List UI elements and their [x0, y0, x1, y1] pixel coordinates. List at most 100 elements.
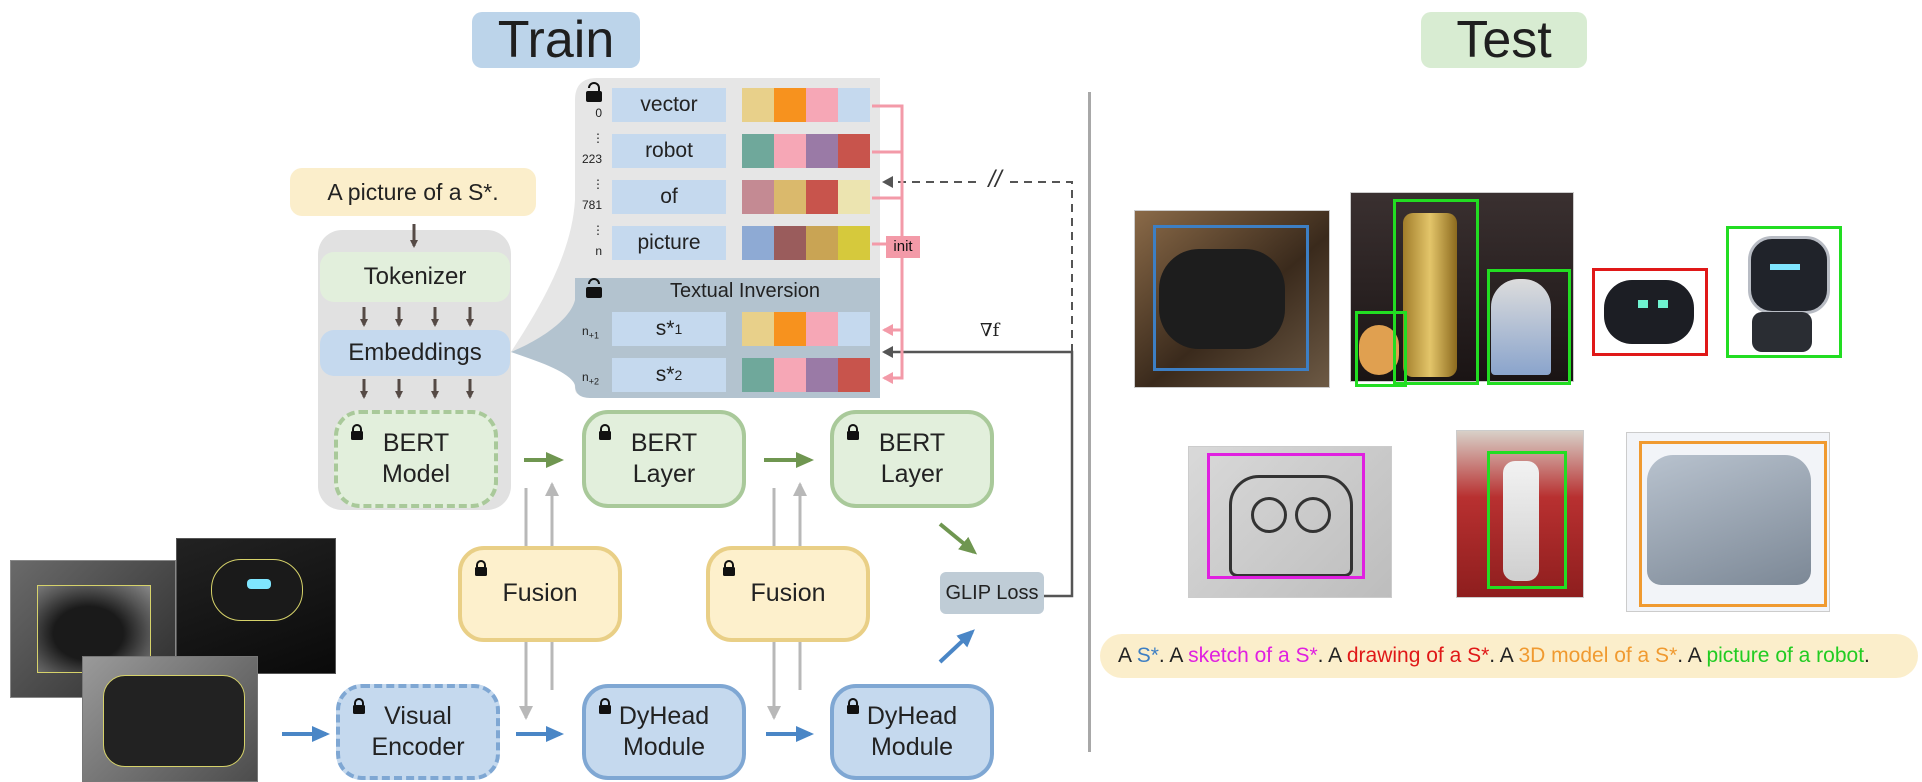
lock-icon: [599, 424, 611, 440]
caption-segment: . A: [1317, 644, 1347, 667]
bert-layer-2-line2: Layer: [880, 460, 944, 488]
bert-layer-1-line1: BERT: [630, 428, 698, 457]
dyhead-2-line1: DyHead: [866, 701, 958, 730]
caption-segment: S*: [1136, 644, 1159, 667]
bbox-blue: [1153, 225, 1309, 371]
bert-layer-2-block: BERT Layer: [830, 410, 994, 508]
vocab-index: n: [595, 244, 602, 258]
gradient-break-label: //: [980, 166, 1010, 194]
learned-index-main: n: [582, 324, 589, 338]
svg-text:⋮: ⋮: [592, 177, 604, 191]
test-title: Test: [1421, 11, 1587, 69]
learned-token: s*1: [612, 312, 726, 346]
embedding-swatch: [774, 358, 806, 392]
test-image-robot-drawing: [1592, 268, 1708, 356]
fusion-2-block: Fusion: [706, 546, 870, 642]
visual-encoder-line1: Visual: [384, 701, 452, 730]
fusion-2-label: Fusion: [750, 579, 826, 608]
lock-icon: [353, 698, 365, 714]
learned-token-main: s*: [655, 317, 675, 340]
bert-model-line1: BERT: [382, 428, 450, 457]
lock-icon: [847, 698, 859, 714]
embedding-swatch: [806, 226, 838, 260]
prompt-text: A picture of a S*.: [290, 168, 536, 216]
embedding-swatch: [774, 134, 806, 168]
vocab-token: robot: [612, 134, 726, 168]
init-label: init: [886, 236, 920, 258]
embedding-swatch: [742, 88, 774, 122]
svg-text:⋮: ⋮: [592, 131, 604, 145]
lock-icon: [723, 560, 735, 576]
learned-token: s*2: [612, 358, 726, 392]
embedding-swatch: [742, 358, 774, 392]
embedding-swatch: [742, 312, 774, 346]
section-divider: [1088, 92, 1091, 752]
learned-index: n+1: [582, 324, 608, 340]
bert-model-line2: Model: [381, 460, 451, 488]
test-image-robot-cartoon: [1726, 226, 1842, 358]
bbox-magenta: [1207, 453, 1365, 579]
learned-index-sub: +2: [588, 376, 599, 387]
lock-icon: [351, 424, 363, 440]
bert-model-block: BERT Model: [334, 410, 498, 508]
learned-index-main: n: [582, 370, 589, 384]
test-image-sketch: [1188, 446, 1392, 598]
test-image-asimo: [1456, 430, 1584, 598]
embedding-swatch: [774, 180, 806, 214]
bert-layer-2-line1: BERT: [878, 428, 946, 457]
learned-index: n+2: [582, 370, 608, 386]
bbox-green-2: [1487, 269, 1571, 385]
embedding-swatch: [838, 134, 870, 168]
vocab-token: picture: [612, 226, 726, 260]
fusion-1-block: Fusion: [458, 546, 622, 642]
caption-segment: 3D model of a S*: [1518, 644, 1678, 667]
vocab-token: of: [612, 180, 726, 214]
caption-segment: . A: [1158, 644, 1189, 667]
lock-icon: [847, 424, 859, 440]
test-image-3d-model: [1626, 432, 1830, 612]
bbox-green-3: [1355, 311, 1407, 387]
embedding-swatch: [774, 312, 806, 346]
tokenizer-block: Tokenizer: [320, 252, 510, 302]
learned-index-sub: +1: [588, 330, 599, 341]
caption-segment: drawing of a S*: [1346, 644, 1490, 667]
embedding-swatch: [838, 358, 870, 392]
test-caption-bar: A S*. A sketch of a S*. A drawing of a S…: [1100, 634, 1918, 678]
bert-layer-1-block: BERT Layer: [582, 410, 746, 508]
bbox-red: [1592, 268, 1708, 356]
bbox-green-1: [1393, 199, 1479, 385]
bbox-green-5: [1487, 451, 1567, 589]
vocab-index: 781: [581, 198, 602, 212]
embedding-swatch: [838, 180, 870, 214]
glip-loss-block: GLIP Loss: [940, 572, 1044, 614]
inversion-unlock-icon: [586, 278, 602, 298]
lock-icon: [599, 698, 611, 714]
svg-text:⋮: ⋮: [592, 223, 604, 237]
textual-inversion-label: Textual Inversion: [669, 280, 821, 302]
vocab-index: 0: [595, 106, 602, 120]
vocab-lock-icon: [586, 82, 602, 102]
learned-token-sub: 2: [674, 367, 683, 383]
vocab-token: vector: [612, 88, 726, 122]
bert-layer-1-line2: Layer: [632, 460, 696, 488]
caption-segment: . A: [1677, 644, 1707, 667]
dyhead-1-line2: Module: [622, 733, 705, 761]
embedding-swatch: [774, 88, 806, 122]
embedding-swatch: [742, 134, 774, 168]
caption-segment: . A: [1489, 644, 1519, 667]
embedding-swatch: [838, 226, 870, 260]
embedding-swatch: [806, 312, 838, 346]
embedding-swatch: [806, 180, 838, 214]
caption-segment: .: [1864, 644, 1870, 667]
embedding-swatch: [742, 226, 774, 260]
test-caption: A S*. A sketch of a S*. A drawing of a S…: [1118, 644, 1870, 668]
embedding-swatch: [742, 180, 774, 214]
caption-segment: picture of a robot: [1706, 644, 1865, 667]
dyhead-2-line2: Module: [870, 733, 953, 761]
embedding-swatch: [806, 88, 838, 122]
visual-encoder-line2: Encoder: [371, 733, 465, 761]
training-image-2: [176, 538, 336, 674]
